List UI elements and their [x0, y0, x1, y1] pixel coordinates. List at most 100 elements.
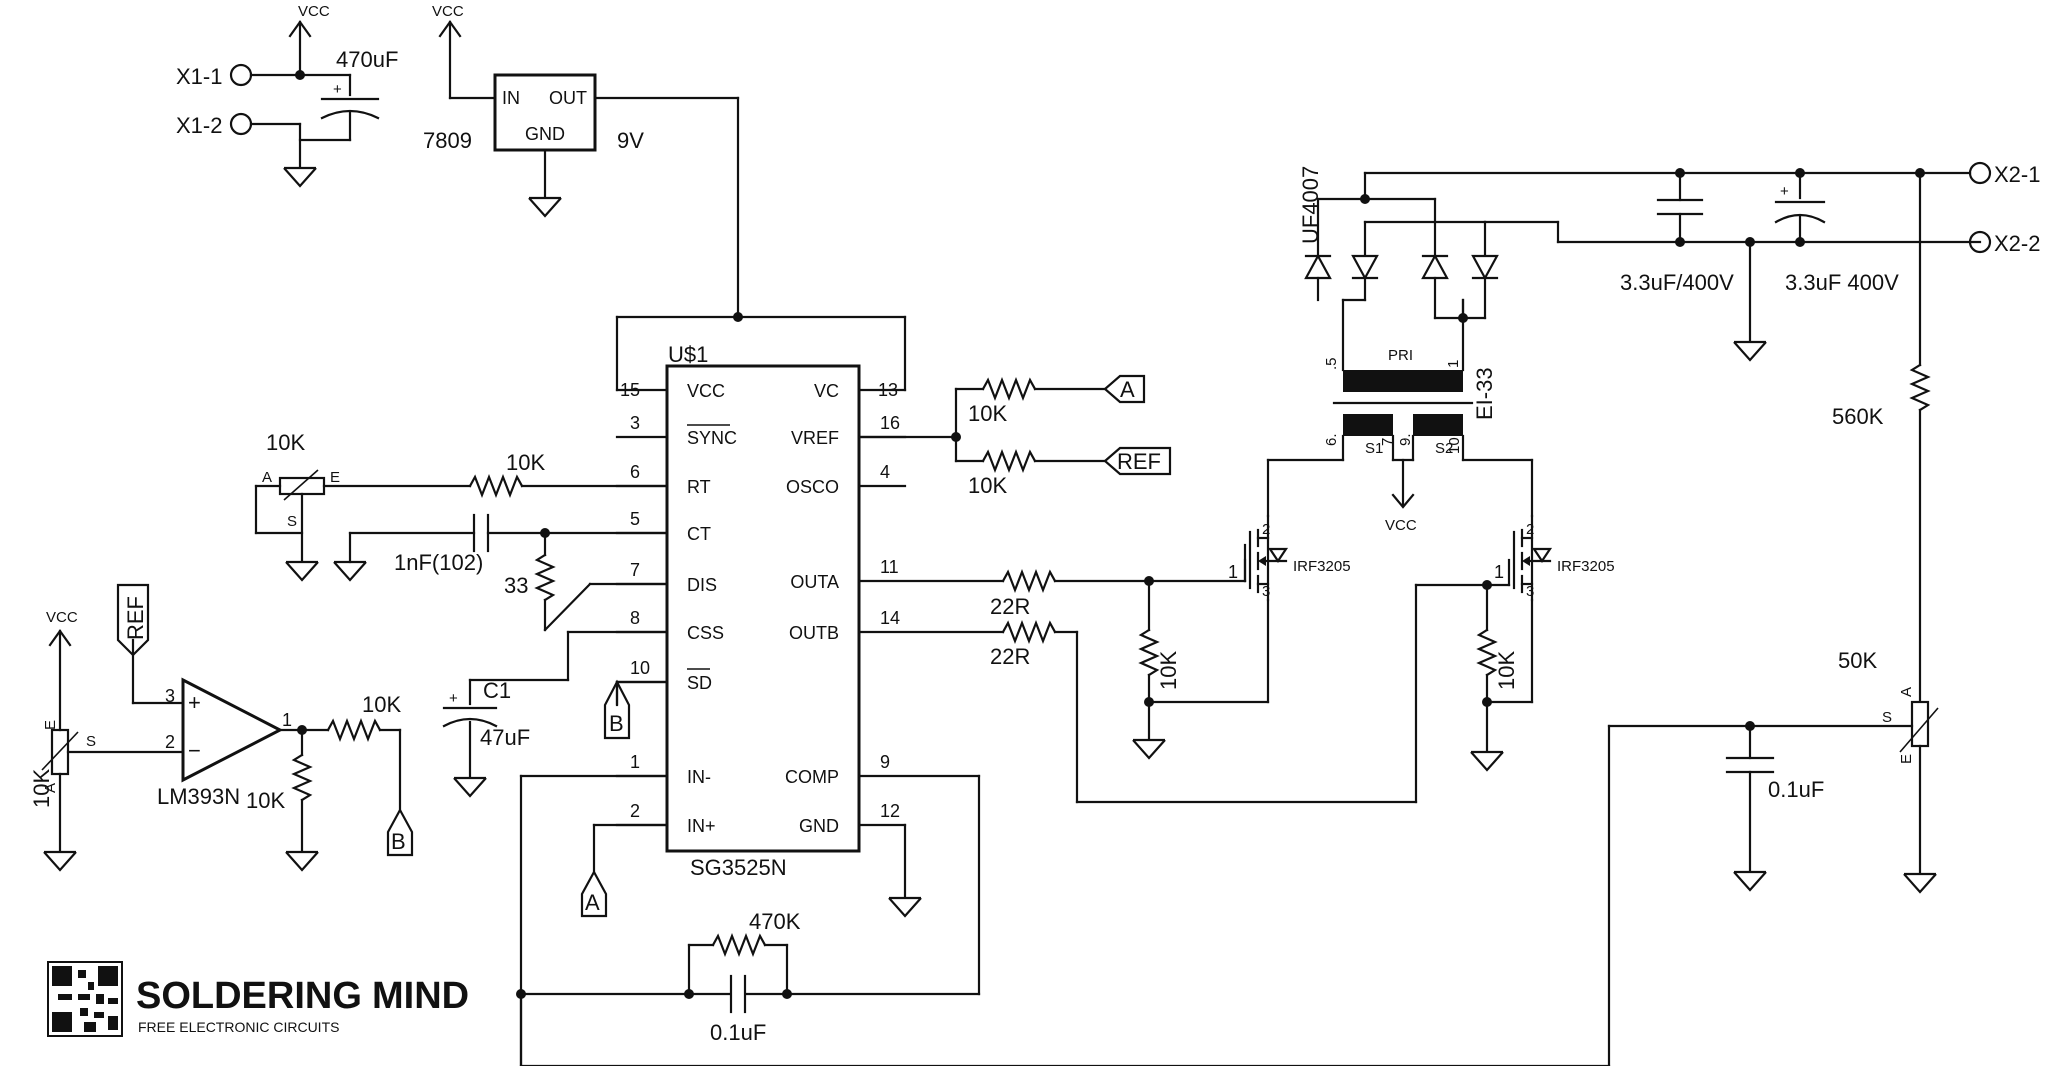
- pot-rt-a: A: [262, 469, 272, 486]
- ic-pin-name: OSCO: [786, 477, 839, 497]
- mosfet-b: 2 1 3 IRF3205: [1494, 514, 1615, 602]
- ic-pin-name: OUTA: [790, 572, 839, 592]
- transformer-ei33: PRI S1 S2 EI-33 .5 1 6. 7 9. 10 VCC: [1266, 298, 1534, 534]
- brand-name-part1: SOLDERING: [136, 975, 362, 1017]
- tag-b-sd-text: B: [609, 711, 624, 736]
- cap-out-1-label: 3.3uF/400V: [1620, 270, 1734, 295]
- tag-a-inplus-text: A: [585, 890, 600, 915]
- resistor-pd-a-label: 10K: [1156, 651, 1181, 690]
- tag-ref-comp-text: REF: [123, 596, 148, 640]
- pot-rt[interactable]: [278, 476, 326, 496]
- svg-text:10: 10: [1446, 437, 1463, 454]
- pot-rt-e: E: [330, 469, 340, 486]
- ic-refdes: U$1: [668, 342, 708, 367]
- output-caps: 3.3uF/400V + 3.3uF 400V X2-1 X2-2: [1620, 161, 2040, 362]
- mosfet-a-label: IRF3205: [1293, 558, 1351, 575]
- svg-text:−: −: [188, 738, 201, 763]
- svg-text:6.: 6.: [1323, 433, 1340, 446]
- resistor-470k: [711, 932, 767, 958]
- resistor-vref-ref: [981, 448, 1037, 474]
- cap-css-label: 47uF: [480, 725, 530, 750]
- reg-gnd-label: GND: [525, 124, 565, 144]
- ic-pin-name: SD: [687, 673, 712, 693]
- terminal-x1-2-label: X1-2: [176, 113, 222, 138]
- diode-d3: [1421, 253, 1449, 280]
- resistor-rt: [468, 473, 524, 499]
- resistor-vref-a-label: 10K: [968, 401, 1007, 426]
- tag-ref-vref-text: REF: [1117, 449, 1161, 474]
- svg-text:+: +: [188, 690, 201, 715]
- svg-text:2: 2: [1526, 521, 1534, 538]
- ic-pin-number: 2: [630, 801, 640, 821]
- ic-pin-name: IN-: [687, 767, 711, 787]
- svg-text:1: 1: [282, 710, 292, 730]
- tag-b-comp-text: B: [391, 829, 406, 854]
- brand-name-part2: MIND: [372, 975, 469, 1017]
- resistor-vref-a: [981, 376, 1037, 402]
- ic-pin-number: 12: [880, 801, 900, 821]
- resistor-comp-pd: [291, 753, 313, 802]
- svg-text:9.: 9.: [1397, 433, 1414, 446]
- ic-pin-name: RT: [687, 477, 711, 497]
- resistor-gate-b: [1001, 619, 1057, 645]
- svg-text:7: 7: [1379, 438, 1396, 446]
- resistor-pd-b-label: 10K: [1494, 651, 1519, 690]
- ic-body: [665, 364, 861, 853]
- transformer-s2: [1413, 414, 1463, 436]
- resistor-dis-label: 33: [504, 573, 528, 598]
- cap-css-ref: C1: [483, 678, 511, 703]
- mosfet-a: 2 1 3 IRF3205: [1228, 514, 1351, 602]
- diode-label: UF4007: [1298, 166, 1323, 244]
- svg-text:3: 3: [165, 686, 175, 706]
- ic-pin-number: 5: [630, 509, 640, 529]
- pot-comp-e: E: [42, 720, 59, 730]
- regulator-7809: [493, 73, 597, 152]
- resistor-gate-b-label: 22R: [990, 644, 1030, 669]
- cap-470uf-label: 470uF: [336, 47, 398, 72]
- terminal-x1-1[interactable]: [229, 63, 253, 87]
- logo: SOLDERING MIND FREE ELECTRONIC CIRCUITS: [47, 961, 469, 1037]
- resistor-gate-a-label: 22R: [990, 594, 1030, 619]
- input-power-section: VCC X1-1 X1-2 + 470uF VCC IN OUT GND 780…: [176, 3, 907, 392]
- qr-code-icon: [47, 961, 123, 1037]
- pot-50k-e: E: [1898, 754, 1915, 764]
- vref-network: A 10K REF 10K: [857, 374, 1172, 498]
- resistor-560k: [1909, 363, 1931, 412]
- diode-d4: [1471, 254, 1499, 281]
- ic-pin-number: 7: [630, 560, 640, 580]
- ic-pin-name: CSS: [687, 623, 724, 643]
- ic-pin-name: VC: [814, 381, 839, 401]
- ic-pin-number: 10: [630, 658, 650, 678]
- resistor-560k-label: 560K: [1832, 404, 1884, 429]
- terminal-x2-2[interactable]: [1968, 230, 1992, 254]
- resistor-comp-pd-label: 10K: [246, 788, 285, 813]
- pot-comp-label: 10K: [29, 769, 54, 808]
- resistor-dis: [534, 553, 556, 602]
- pot-50k[interactable]: [1910, 700, 1930, 748]
- terminal-x1-1-label: X1-1: [176, 64, 222, 89]
- ic-pin-number: 1: [630, 752, 640, 772]
- ic-pin-number: 11: [880, 557, 899, 577]
- vcc-label-comp: VCC: [46, 609, 78, 626]
- pot-rt-s: S: [287, 513, 297, 530]
- ct-network: 1nF(102) 33: [332, 513, 669, 632]
- ic-pin-name: OUTB: [789, 623, 839, 643]
- vcc-label-ct: VCC: [1385, 517, 1417, 534]
- ic-pin-name: VREF: [791, 428, 839, 448]
- ic-pin-number: 9: [880, 752, 890, 772]
- svg-text:+: +: [1780, 183, 1789, 200]
- terminal-x1-2[interactable]: [229, 112, 253, 136]
- pot-rt-label: 10K: [266, 430, 305, 455]
- svg-text:+: +: [449, 690, 458, 707]
- svg-text:1: 1: [1228, 562, 1238, 582]
- terminal-x2-2-label: X2-2: [1994, 231, 2040, 256]
- reg-in-label: IN: [502, 88, 520, 108]
- transformer-label: EI-33: [1472, 367, 1497, 420]
- transformer-primary: [1343, 370, 1463, 392]
- resistor-gate-a: [1001, 568, 1057, 594]
- css-network: + C1 47uF: [442, 630, 669, 798]
- ic-pin-name: SYNC: [687, 428, 737, 448]
- terminal-x2-1[interactable]: [1968, 161, 1992, 185]
- ic-pin-name: VCC: [687, 381, 725, 401]
